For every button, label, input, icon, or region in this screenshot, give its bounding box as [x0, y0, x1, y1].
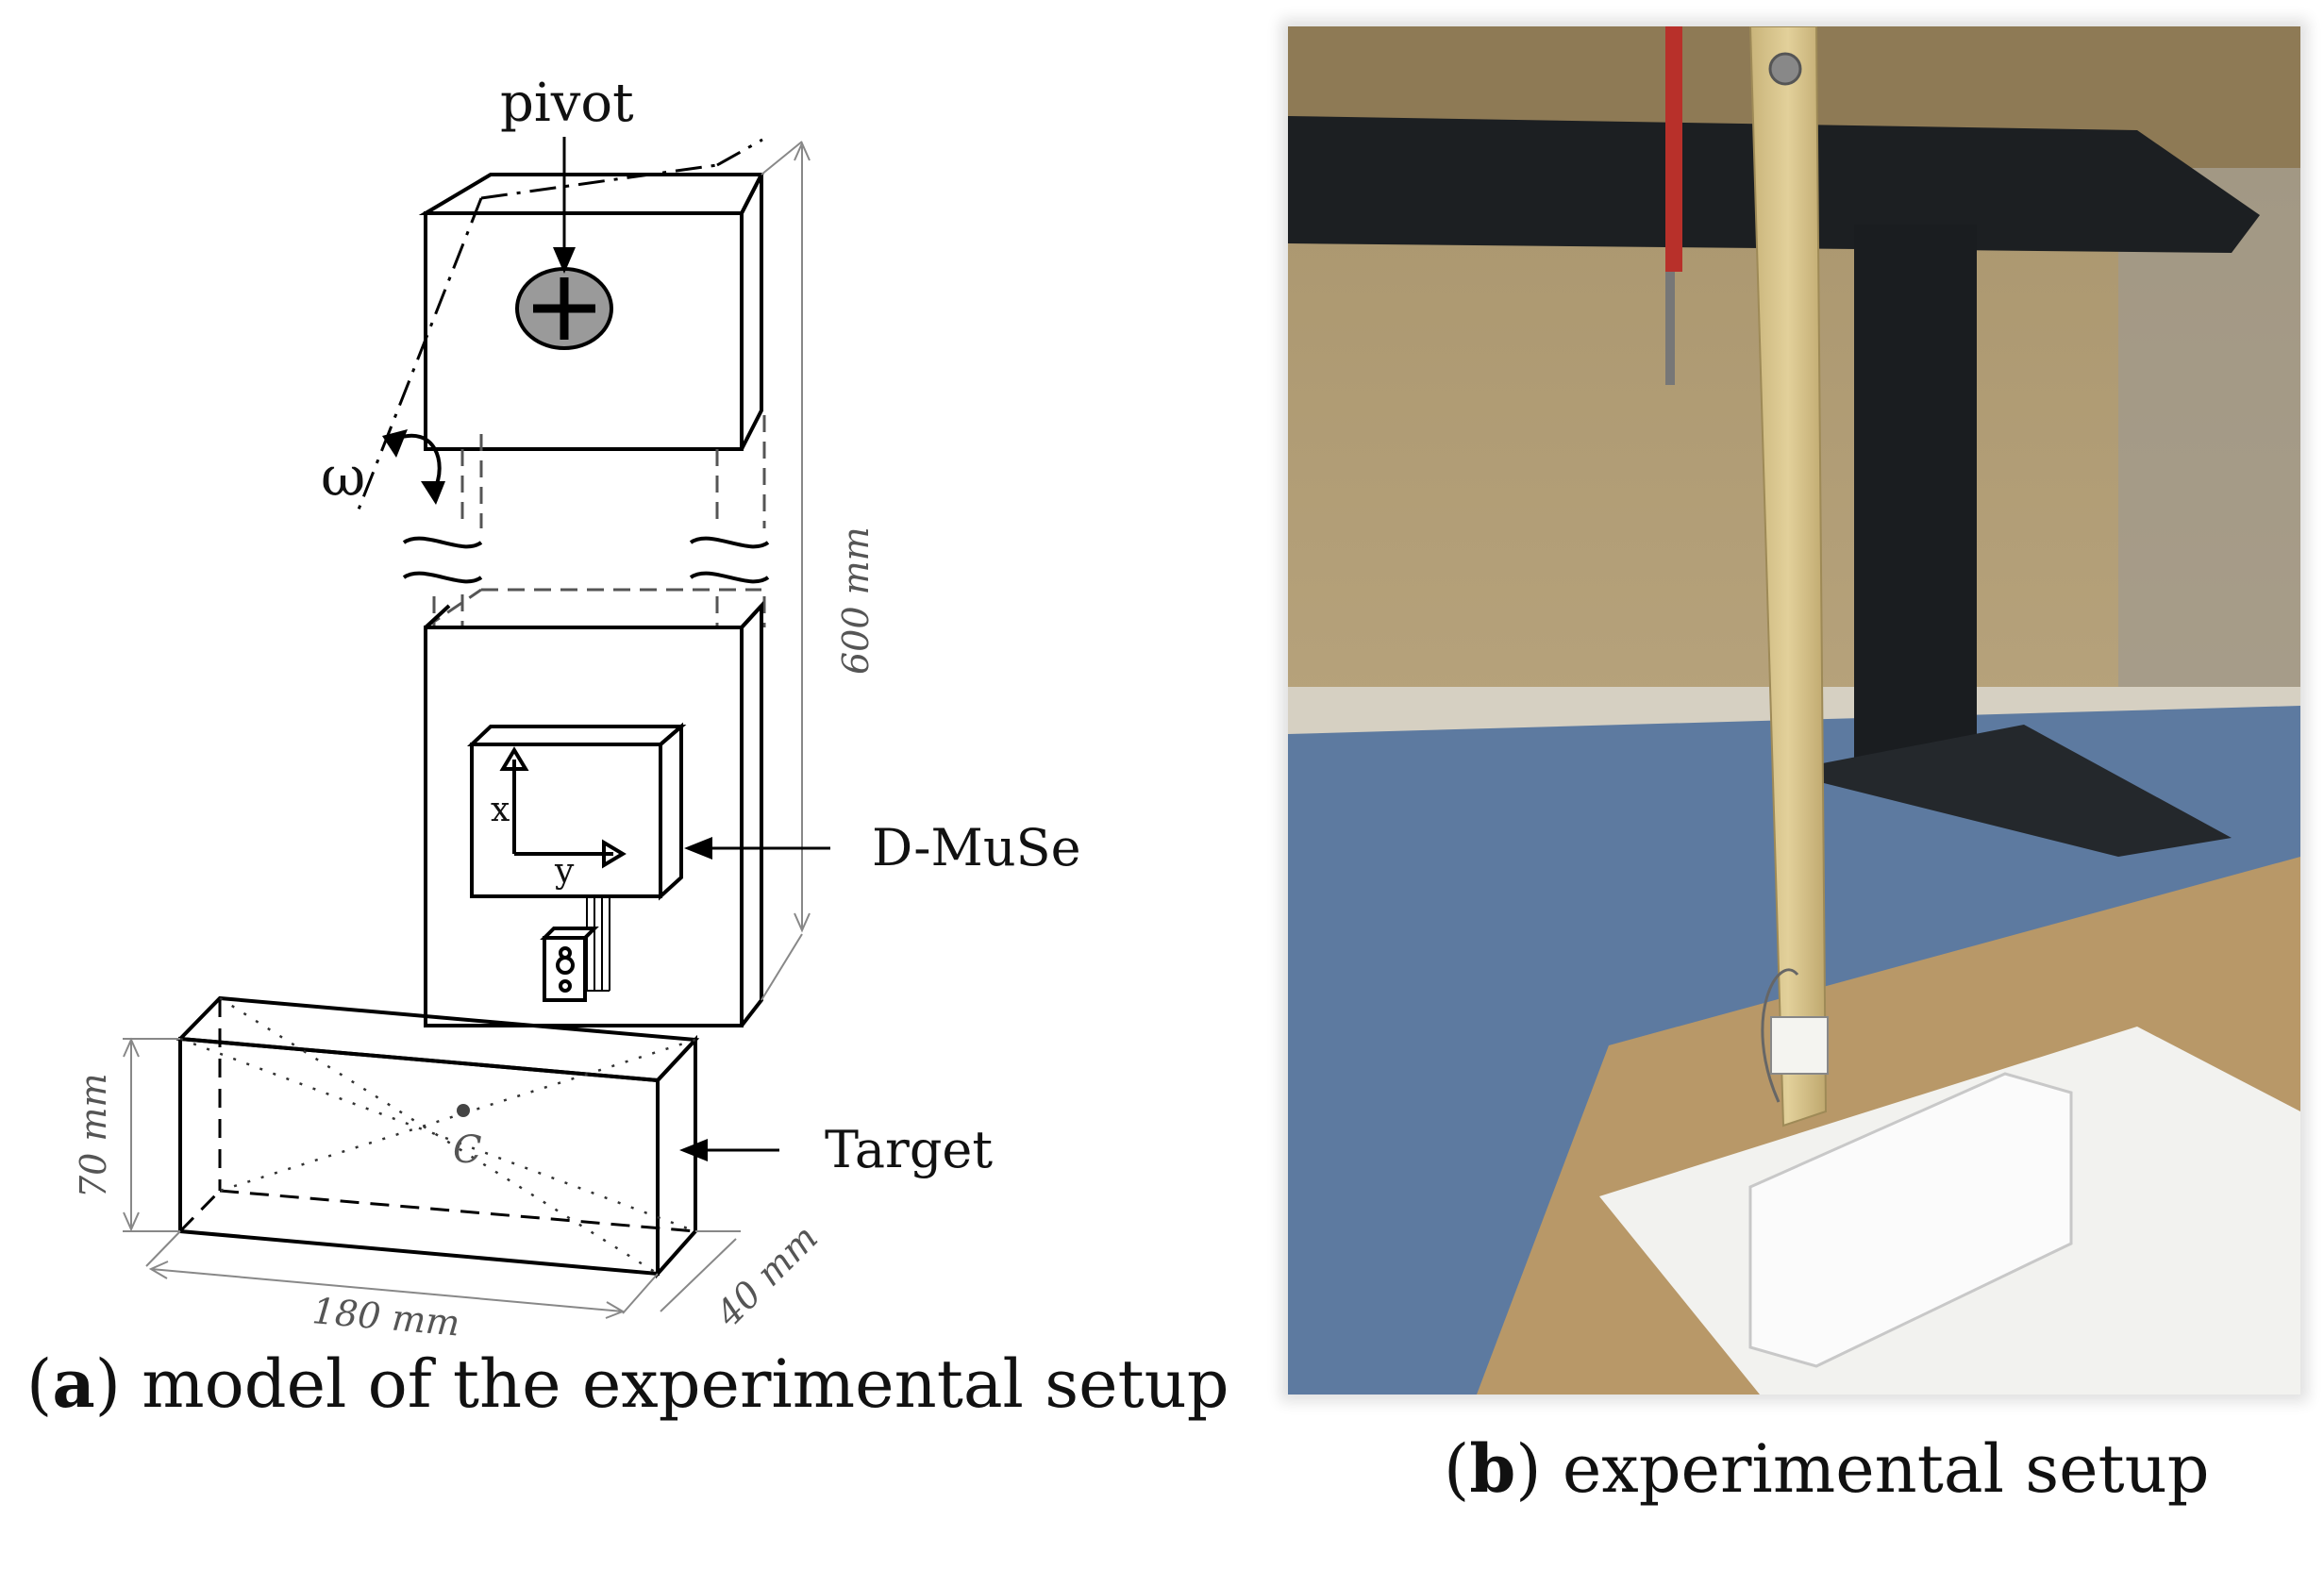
hidden-edges [425, 415, 766, 629]
x-axis-label: x [491, 791, 510, 829]
pivot-icon [515, 267, 613, 350]
center-label: C [453, 1128, 482, 1172]
experimental-setup-photo [1288, 26, 2300, 1395]
target-hidden-edges [178, 998, 696, 1233]
caption-a-text: model of the experimental setup [142, 1345, 1229, 1423]
pendulum-lower-block [424, 600, 763, 1027]
center-point-icon [457, 1104, 470, 1117]
target-diagonals [179, 996, 696, 1276]
length-dimension [761, 141, 811, 1001]
omega-label: ω [321, 444, 365, 509]
caption-a: (a) model of the experimental setup [26, 1345, 1229, 1423]
pivot-label: pivot [500, 73, 634, 134]
y-axis-label: y [554, 852, 575, 891]
width-dim-label: 180 mm [310, 1290, 461, 1344]
dmuse-sensor [466, 722, 687, 901]
caption-b-letter: b [1469, 1429, 1516, 1508]
height-dim-label: 70 mm [73, 1074, 114, 1199]
target-box [176, 995, 700, 1279]
dmuse-label: D-MuSe [872, 818, 1081, 877]
sensor-cable [586, 898, 610, 992]
caption-a-letter: a [52, 1345, 95, 1423]
target-label: Target [825, 1120, 993, 1179]
break-marks [402, 536, 770, 584]
caption-b-text: experimental setup [1562, 1430, 2210, 1508]
target-dimensions [123, 1037, 741, 1319]
caption-b: (b) experimental setup [1444, 1429, 2210, 1508]
depth-dim-label: 40 mm [708, 1217, 827, 1336]
length-dim-label: 600 mm [835, 526, 877, 675]
battery-module [540, 927, 599, 1002]
pivot-axis-line [480, 163, 718, 200]
